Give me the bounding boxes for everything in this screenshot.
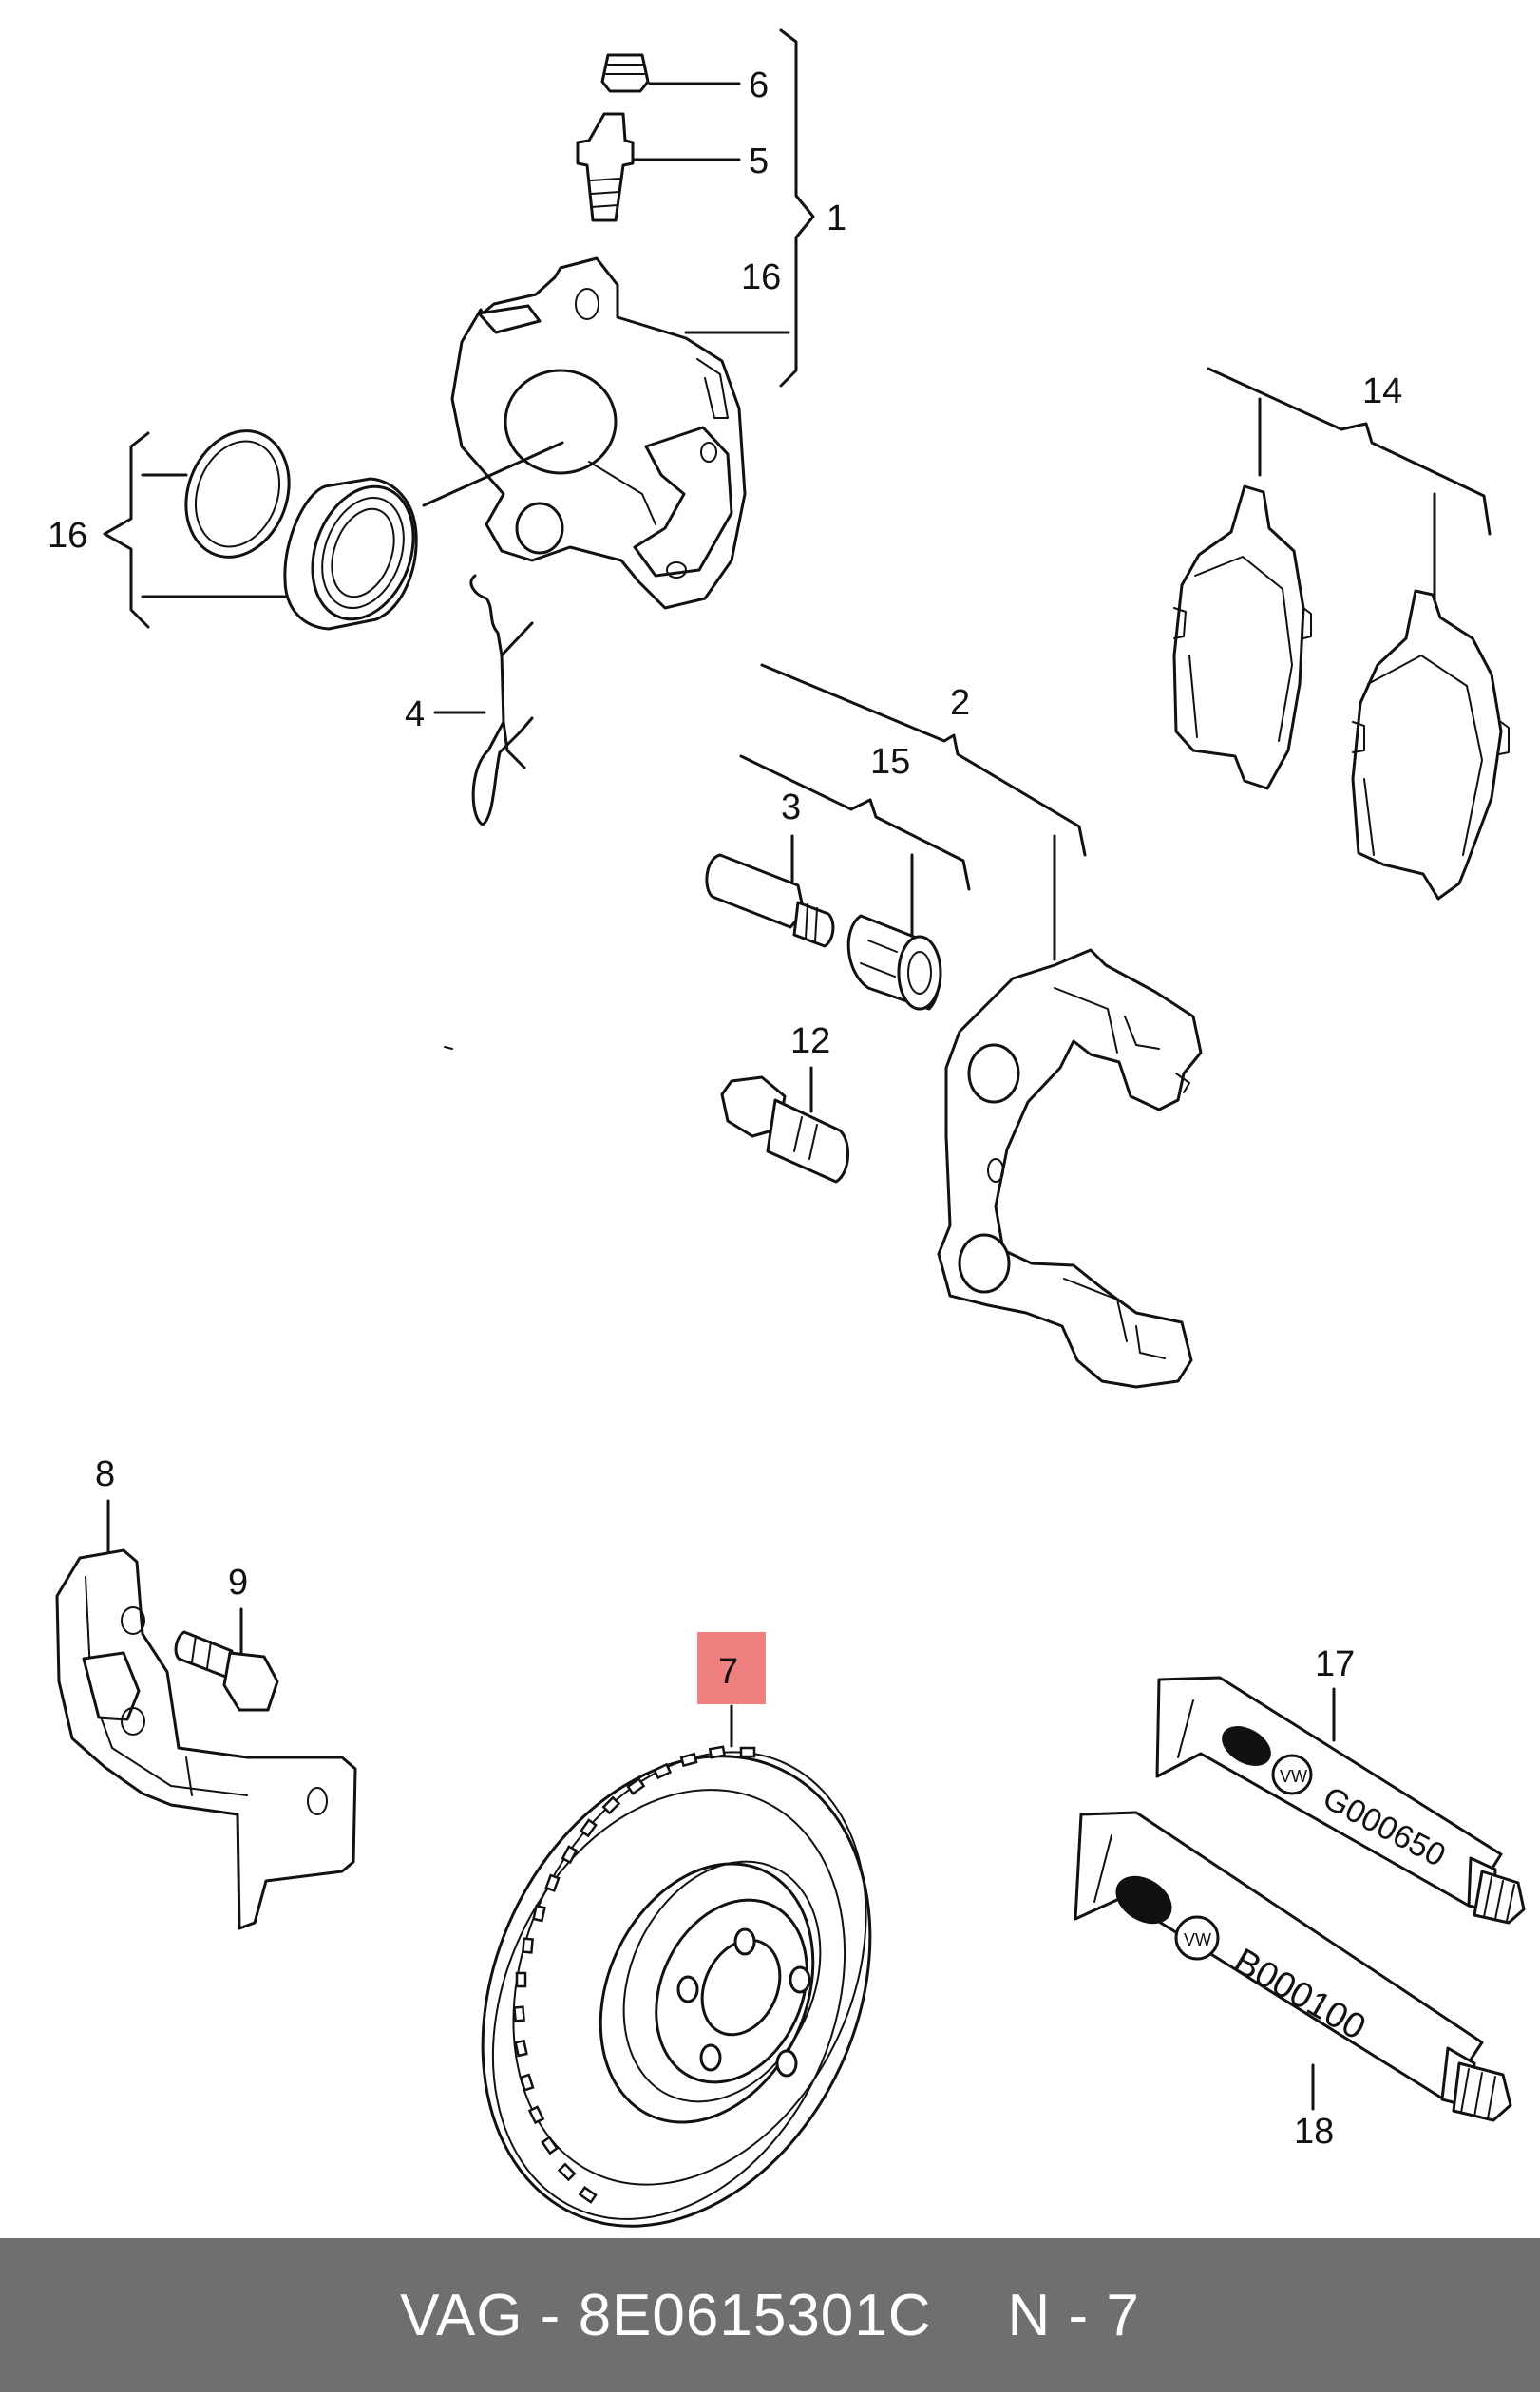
lug-hole-5: [789, 1965, 811, 1994]
bracket-bolt[interactable]: [720, 1075, 850, 1184]
lug-hole-2: [676, 1975, 699, 2003]
footer-separator: -: [540, 2282, 561, 2348]
footer-position: N - 7: [1007, 2282, 1140, 2348]
brake-disc[interactable]: [409, 1693, 943, 2238]
grease-tube-g000650[interactable]: VW G000650: [1155, 1676, 1526, 1925]
vw-logo-text-18: VW: [1184, 1930, 1211, 1949]
splash-shield[interactable]: [55, 1548, 357, 1930]
callout-8: 8: [95, 1454, 115, 1494]
guide-pin[interactable]: [705, 853, 835, 948]
shield-bolt[interactable]: [174, 1630, 279, 1712]
callout-9: 9: [228, 1563, 248, 1603]
vw-logo-tube-18: [1174, 1915, 1220, 1961]
bleed-screw[interactable]: [576, 112, 635, 222]
caliper-carrier-bracket[interactable]: [937, 948, 1203, 1389]
callout-15: 15: [870, 742, 910, 782]
callout-5: 5: [749, 142, 769, 181]
callout-17: 17: [1315, 1644, 1355, 1684]
callout-12: 12: [790, 1021, 830, 1061]
brake-pad-outer[interactable]: [1351, 589, 1510, 901]
bleed-cap[interactable]: [600, 53, 650, 93]
exploded-parts-diagram: 6 5 1 16 16 4 14: [48, 28, 1526, 2238]
callout-14: 14: [1362, 371, 1402, 411]
lug-hole-1: [733, 1927, 756, 1956]
spring-clip[interactable]: [469, 574, 534, 826]
brake-pad-inner[interactable]: [1172, 484, 1312, 790]
callout-2: 2: [950, 683, 970, 723]
audi-logo-tube-18: [1115, 1875, 1172, 1925]
footer-bar: VAG - 8E0615301C N - 7: [0, 2238, 1540, 2392]
caliper-housing[interactable]: [450, 256, 747, 610]
lug-hole-4: [775, 2049, 798, 2078]
footer-part-number: 8E0615301C: [578, 2282, 932, 2348]
callout-18: 18: [1294, 2112, 1334, 2152]
dust-boot[interactable]: [283, 472, 431, 634]
callout-16-top: 16: [741, 257, 781, 297]
disc-ventilation-slots: [513, 1745, 756, 2204]
vw-logo-text-17: VW: [1280, 1767, 1307, 1786]
callout-1: 1: [827, 199, 846, 238]
callout-3: 3: [781, 788, 801, 827]
highlight-box: [697, 1632, 766, 1704]
audi-logo-tube-17: [1222, 1726, 1271, 1766]
piston-seal[interactable]: [169, 416, 306, 571]
guide-bushing[interactable]: [846, 914, 942, 1011]
footer-brand: VAG: [400, 2282, 523, 2348]
callout-7: 7: [718, 1652, 738, 1692]
callout-6: 6: [749, 66, 769, 105]
vw-logo-tube-17: [1271, 1754, 1313, 1795]
lug-hole-3: [699, 2043, 722, 2072]
callout-4: 4: [405, 694, 425, 734]
callout-16-left: 16: [48, 516, 87, 556]
